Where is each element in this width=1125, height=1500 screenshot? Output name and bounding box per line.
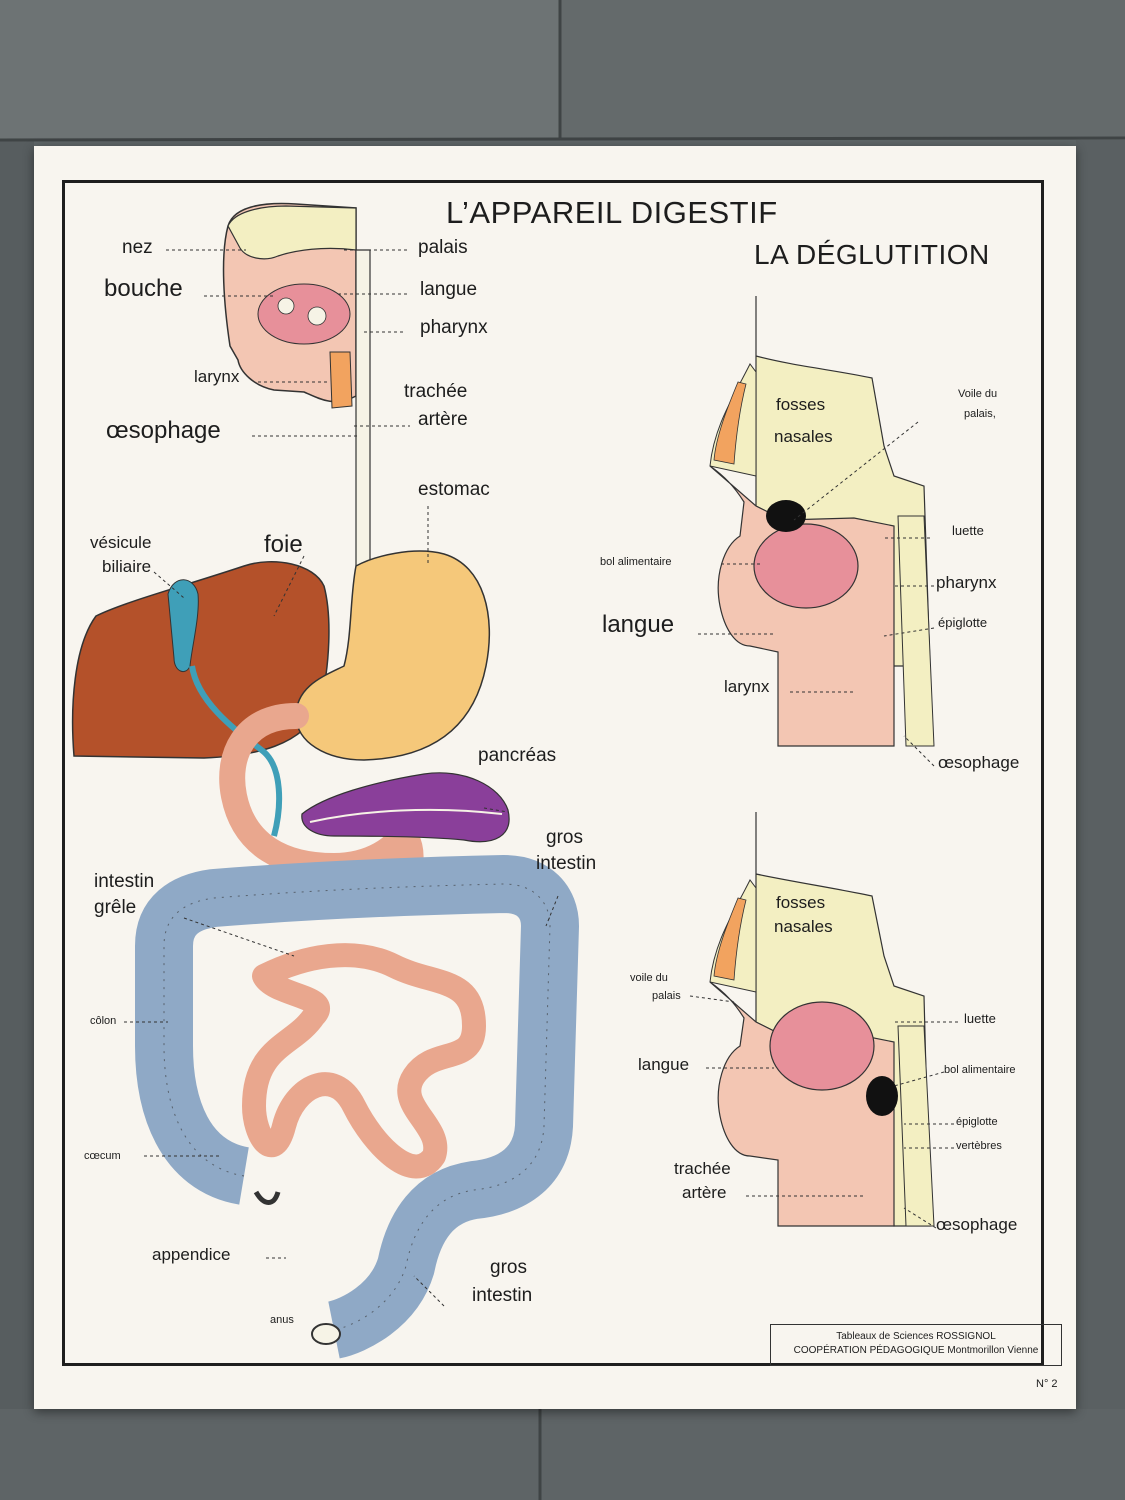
bottom-label-oesophage: œsophage [936, 1215, 1018, 1234]
bottom-label-langue: langue [638, 1055, 690, 1074]
top-label-oesophage: œsophage [938, 753, 1020, 772]
stomach [295, 550, 491, 761]
label-intestin-2: intestin [94, 871, 155, 892]
label-foie: foie [264, 531, 303, 558]
label-intestin-3: intestin [472, 1285, 533, 1306]
small-intestine [242, 943, 486, 1179]
tongue-bottom [769, 1001, 875, 1091]
poster-frame [62, 180, 1044, 1366]
anus [311, 1323, 341, 1345]
digestive-system-figure [71, 202, 579, 1359]
label-gros-1: gros [546, 827, 583, 848]
pancreas [301, 772, 510, 843]
label-gros-2: gros [490, 1257, 527, 1278]
label-palais: palais [418, 237, 468, 258]
credit-line-2: COOPÉRATION PÉDAGOGIQUE Montmorillon Vie… [793, 1344, 1039, 1356]
food-bolus-bottom [866, 1076, 898, 1116]
poster-illustration [71, 202, 958, 1359]
label-nez: nez [122, 237, 153, 258]
top-label-fosses: fosses [776, 395, 826, 414]
poster-number: N° 2 [1036, 1378, 1058, 1390]
label-pharynx: pharynx [420, 317, 488, 338]
label-bouche: bouche [104, 275, 183, 302]
swallow-diagram-top [709, 296, 935, 747]
label-intestin-1: intestin [536, 853, 597, 874]
poster-subtitle: LA DÉGLUTITION [754, 239, 990, 270]
bile-duct [189, 665, 283, 837]
gallbladder [167, 579, 199, 673]
poster-title: L’APPAREIL DIGESTIF [446, 195, 778, 230]
anatomy-poster: L’APPAREIL DIGESTIF LA DÉGLUTITION nez b… [34, 146, 1076, 1409]
top-label-pharynx: pharynx [936, 573, 997, 592]
top-label-larynx: larynx [724, 677, 770, 696]
bottom-label-luette: luette [964, 1011, 996, 1026]
label-oesophage: œsophage [106, 417, 221, 444]
label-colon: côlon [90, 1015, 117, 1027]
bottom-label-epiglotte: épiglotte [956, 1116, 998, 1128]
bottom-label-voile-du: voile du [630, 972, 668, 984]
bottom-label-artere: artère [682, 1183, 727, 1202]
label-vesicule: vésicule [90, 533, 152, 552]
mouth-tongue [257, 283, 351, 345]
leader-lines [124, 249, 958, 1307]
label-appendice: appendice [152, 1245, 231, 1264]
publisher-credit-box: Tableaux de Sciences ROSSIGNOL COOPÉRATI… [770, 1324, 1062, 1366]
food-bolus-top [766, 500, 806, 532]
nasal-bone [227, 205, 357, 260]
label-artere: artère [418, 409, 468, 430]
top-label-luette: luette [952, 523, 984, 538]
nasal-cartilage-top [713, 381, 747, 465]
label-pancreas: pancréas [478, 745, 557, 766]
bottom-label-nasales: nasales [774, 917, 833, 936]
label-trachee: trachée [404, 381, 468, 402]
bottom-label-bol-alimentaire: bol alimentaire [944, 1064, 1016, 1076]
top-label-langue: langue [602, 611, 675, 638]
label-langue: langue [420, 279, 478, 300]
top-label-nasales: nasales [774, 427, 833, 446]
spine-bottom [897, 1025, 935, 1227]
oesophagus-tube [355, 249, 371, 567]
top-label-palais: palais, [964, 408, 996, 420]
large-intestine-outline [163, 883, 551, 1331]
label-biliaire: biliaire [102, 557, 152, 576]
bottom-label-trachee: trachée [674, 1159, 731, 1178]
label-estomac: estomac [418, 479, 490, 500]
trachea [329, 351, 353, 409]
top-label-bol-alimentaire: bol alimentaire [600, 556, 672, 568]
bottom-label-palais: palais [652, 990, 681, 1002]
tongue-top [753, 523, 859, 609]
label-caecum: cœcum [84, 1150, 121, 1162]
label-anus: anus [270, 1314, 294, 1326]
bottom-label-fosses: fosses [776, 893, 826, 912]
swallow-diagram-bottom [709, 812, 935, 1227]
label-larynx: larynx [194, 367, 240, 386]
credit-line-1: Tableaux de Sciences ROSSIGNOL [836, 1331, 996, 1342]
top-label-epiglotte: épiglotte [938, 615, 988, 630]
top-label-voile-du: Voile du [958, 388, 998, 400]
appendix [253, 1190, 281, 1205]
nasal-cartilage-bottom [713, 897, 747, 981]
bottom-label-vertebres: vertèbres [956, 1140, 1002, 1152]
label-grele: grêle [94, 897, 137, 918]
